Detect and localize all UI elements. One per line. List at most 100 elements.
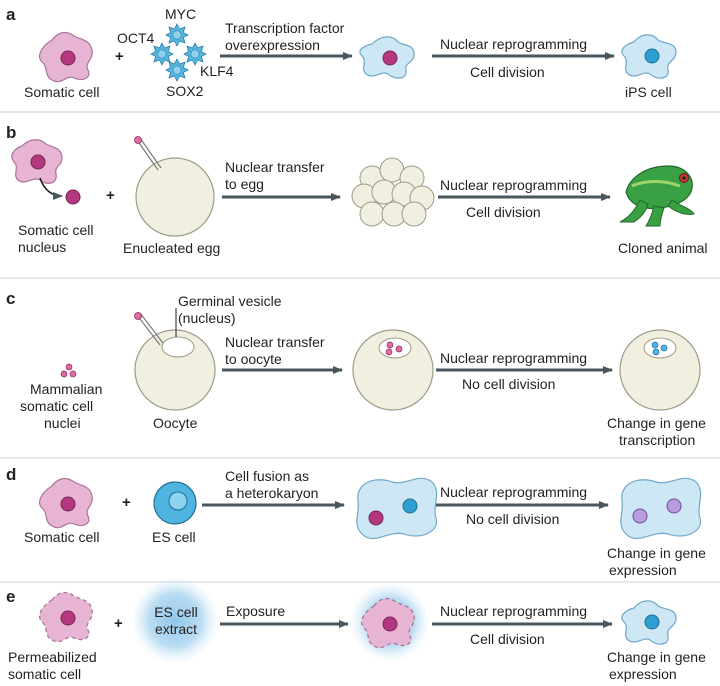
step-c1-line1: Nuclear transfer [225, 334, 325, 350]
label-somatic-nucleus-1: Somatic cell [18, 222, 94, 238]
somatic-nucleus-d [60, 496, 76, 512]
reprogrammed-heterokaryon [620, 477, 702, 540]
klf4-star-icon [183, 42, 207, 66]
pipette-b-wall [139, 137, 162, 169]
tf-stars [150, 23, 207, 82]
label-c-result-1: Change in gene [607, 415, 706, 431]
result-nucleus-e [644, 614, 660, 630]
reprogrammed-nucleus-1 [632, 508, 648, 524]
label-cloned-animal: Cloned animal [618, 240, 708, 256]
label-klf4: KLF4 [200, 63, 234, 79]
label-e-result-1: Change in gene [607, 649, 706, 665]
plus-a: + [115, 48, 124, 65]
label-es-extract-2: extract [154, 621, 197, 637]
step-b2-bottom: Cell division [466, 204, 541, 220]
heterokaryon-es-nucleus [402, 498, 418, 514]
enucleated-egg [135, 157, 215, 237]
label-c-result-2: transcription [619, 432, 696, 448]
panel-letter-b: b [6, 123, 17, 142]
label-e-result-2: expression [609, 666, 677, 682]
step-d2-bottom: No cell division [466, 511, 560, 527]
panel-d [39, 477, 702, 540]
step-b2-top: Nuclear reprogramming [440, 177, 588, 193]
heterokaryon-somatic-nucleus [368, 510, 384, 526]
step-b1-line1: Nuclear transfer [225, 159, 325, 175]
step-c2-top: Nuclear reprogramming [440, 350, 588, 366]
step-e2-top: Nuclear reprogramming [440, 603, 588, 619]
exposed-nucleus [382, 616, 398, 632]
ips-nucleus [644, 48, 660, 64]
label-somatic-d: Somatic cell [24, 529, 100, 545]
mammalian-nuclei-dots [60, 363, 77, 378]
label-germinal-vesicle-2: (nucleus) [178, 310, 236, 326]
label-nuclei-2: somatic cell [20, 398, 94, 414]
injected-oocyte [352, 329, 434, 411]
injected-vesicle [378, 337, 412, 359]
label-germinal-vesicle-1: Germinal vesicle [178, 293, 282, 309]
step-a1-line1: Transcription factor [225, 20, 345, 36]
panel-a [39, 23, 677, 83]
step-d2-top: Nuclear reprogramming [440, 484, 588, 500]
somatic-nucleus [60, 50, 76, 66]
label-enucleated-egg: Enucleated egg [123, 240, 221, 256]
label-sox2: SOX2 [166, 83, 204, 99]
panel-letter-c: c [6, 289, 16, 308]
morula-cluster [351, 157, 435, 227]
label-nuclei-1: Mammalian [30, 381, 103, 397]
extracted-nucleus [65, 189, 81, 205]
result-vesicle [643, 337, 677, 359]
result-oocyte [619, 329, 701, 411]
somatic-nucleus-b [30, 154, 46, 170]
label-ips: iPS cell [625, 84, 672, 100]
plus-b: + [106, 187, 115, 204]
panel-b [11, 136, 695, 237]
myc-star-icon [165, 23, 189, 47]
label-d-result-1: Change in gene [607, 545, 706, 561]
panel-letter-e: e [6, 587, 16, 606]
label-somatic-nucleus-2: nucleus [18, 239, 67, 255]
plus-d: + [122, 494, 131, 511]
es-nucleus [168, 491, 188, 511]
plus-e: + [114, 615, 123, 632]
step-e2-bottom: Cell division [470, 631, 545, 647]
step-a1-line2: overexpression [225, 37, 320, 53]
step-a2-top: Nuclear reprogramming [440, 36, 588, 52]
step-c2-bottom: No cell division [462, 376, 556, 392]
label-permeabilized-2: somatic cell [8, 666, 82, 682]
step-e1: Exposure [226, 603, 286, 619]
label-es-cell: ES cell [152, 529, 196, 545]
pipette-nucleus-b [134, 136, 142, 144]
label-oocyte: Oocyte [153, 415, 198, 431]
extraction-arrow [39, 177, 63, 200]
label-myc: MYC [165, 6, 197, 22]
label-es-extract-1: ES cell [154, 604, 198, 620]
frog-icon [619, 165, 695, 227]
pipette-c-wall [139, 312, 164, 344]
label-d-result-2: expression [609, 562, 677, 578]
panel-letter-d: d [6, 465, 17, 484]
label-oct4: OCT4 [117, 30, 155, 46]
label-nuclei-3: nuclei [44, 415, 81, 431]
es-extract-glow [131, 576, 219, 664]
panel-letter-a: a [6, 5, 16, 24]
step-c1-line2: to oocyte [225, 351, 282, 367]
step-b1-line2: to egg [225, 176, 264, 192]
pipette-c [136, 314, 161, 346]
label-permeabilized-1: Permeabilized [8, 649, 97, 665]
germinal-vesicle [161, 336, 195, 358]
reprogrammed-nuclei [651, 341, 668, 356]
heterokaryon [356, 477, 438, 540]
step-d1-line2: a heterokaryon [225, 485, 319, 501]
injected-nuclei [385, 341, 403, 356]
oocyte [134, 329, 216, 411]
permeabilized-nucleus [60, 610, 76, 626]
step-d1-line1: Cell fusion as [225, 468, 310, 484]
pipette-b [136, 139, 159, 171]
pipette-nucleus-c [134, 312, 142, 320]
reprogrammed-nucleus-2 [666, 498, 682, 514]
transformed-nucleus [382, 50, 398, 66]
panel-c [60, 308, 701, 411]
panel-e [38, 576, 677, 664]
label-somatic-a: Somatic cell [24, 84, 100, 100]
